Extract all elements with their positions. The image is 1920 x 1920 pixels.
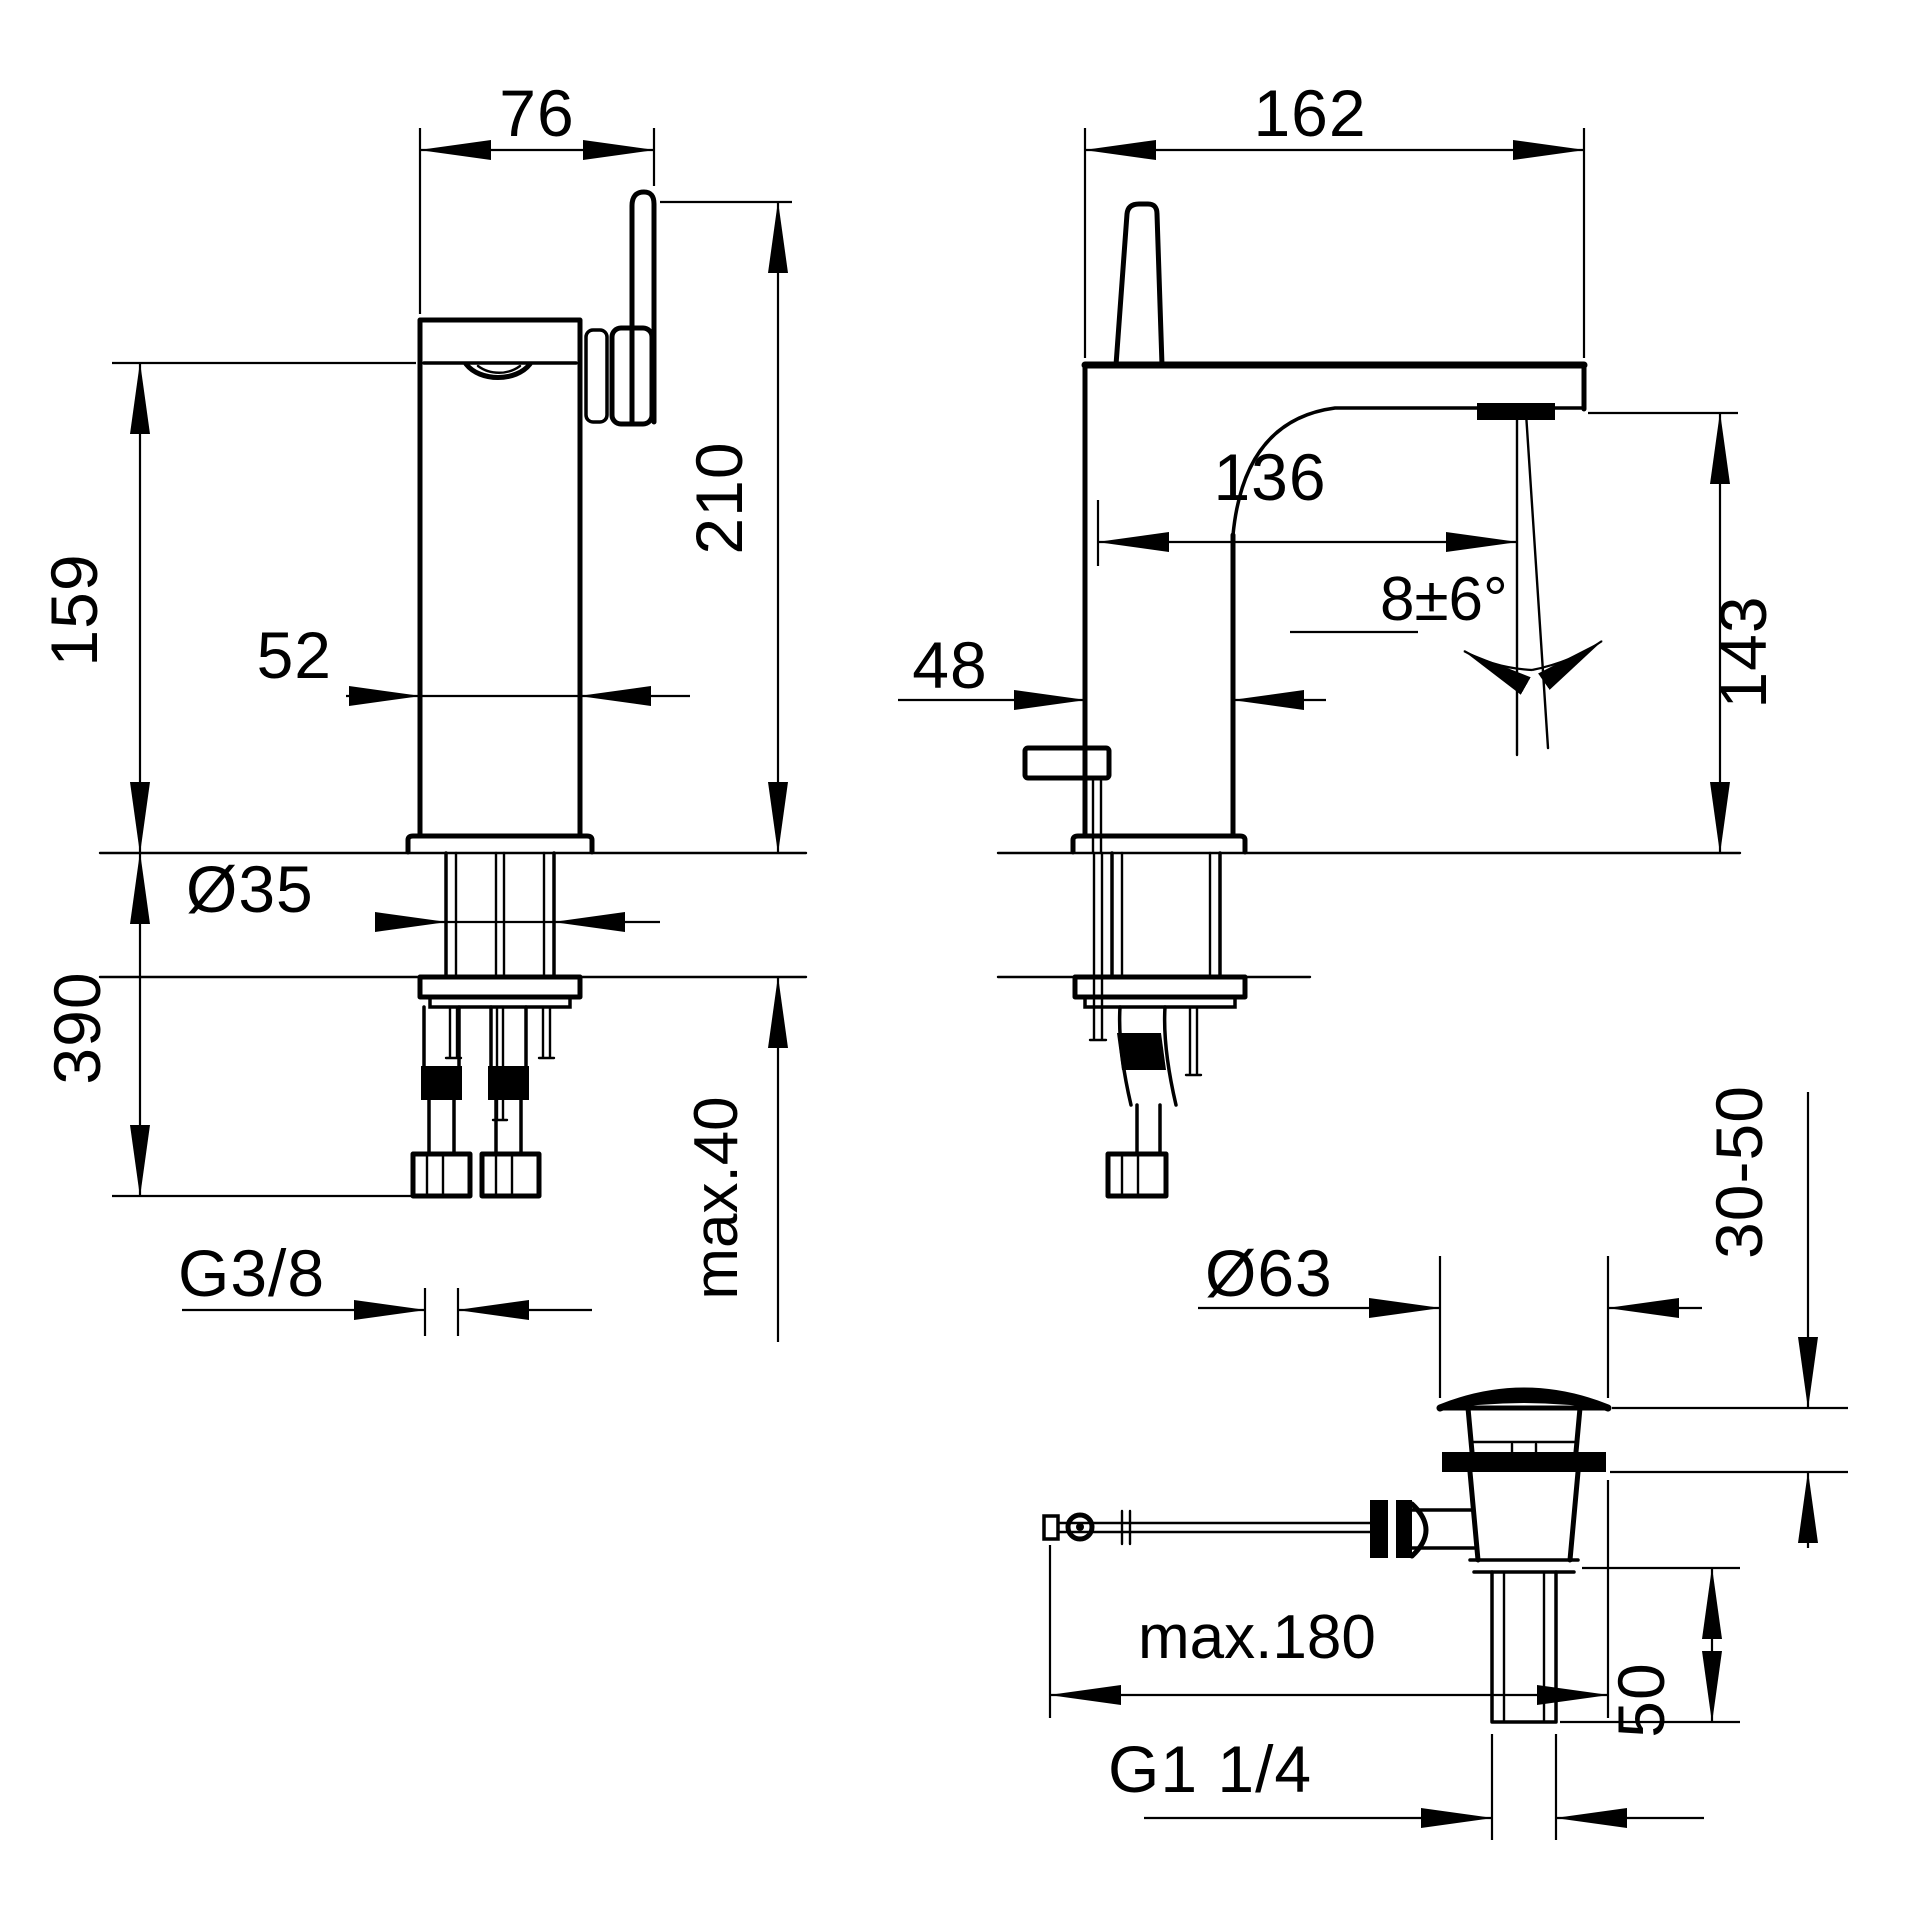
- dim-front-shank-dia: Ø35: [186, 852, 660, 932]
- side-view: 162 136 8±6° 48 143: [898, 76, 1780, 1199]
- hose-tail-side: [1130, 1103, 1167, 1156]
- mounting-nut-side: [1083, 995, 1237, 1009]
- hose-right-nut-facets: [494, 1152, 514, 1198]
- stream-angled-line: [1524, 411, 1550, 750]
- side-understructure: [1072, 851, 1248, 1199]
- hose-left-body: [422, 1005, 461, 1068]
- dim-label-dia63: Ø63: [1205, 1236, 1333, 1310]
- mounting-studs: [444, 1005, 556, 1060]
- rod-end-cap: [1042, 1514, 1060, 1541]
- dim-side-stream-angle: 8±6°: [1290, 411, 1603, 757]
- shank-outer-side: [1110, 851, 1222, 979]
- dim-label-angle: 8±6°: [1380, 565, 1508, 634]
- dim-label-max180: max.180: [1138, 1603, 1376, 1672]
- dim-front-width-76: 76: [418, 76, 656, 314]
- dim-side-outlet-height-143: 143: [1588, 411, 1780, 854]
- base-plate: [405, 833, 595, 855]
- drain-neck: [1465, 1405, 1583, 1455]
- drain-cap-fill: [1440, 1393, 1608, 1410]
- mounting-washer-side: [1072, 974, 1248, 1000]
- dim-side-body-48: 48: [898, 628, 1326, 724]
- spout-underside-curve: [1231, 406, 1479, 537]
- popup-rod-stem: [1091, 776, 1103, 855]
- rod-flange-ticks: [1120, 1509, 1132, 1546]
- dim-drain-tail-length: 50: [1560, 1566, 1740, 1738]
- handle-escutcheon: [584, 328, 609, 424]
- drain-view: Ø63 30-50 max.180 G1 1/4 50: [1042, 1085, 1848, 1840]
- dim-label-max40: max.40: [682, 1096, 751, 1299]
- rod-clevis-left: [1370, 1500, 1388, 1558]
- mounting-washer: [417, 974, 583, 1000]
- horizontal-pull-rod: [1056, 1521, 1372, 1534]
- drain-flange-washer: [1442, 1452, 1606, 1472]
- dim-label-48: 48: [912, 628, 987, 702]
- base-plate-side: [1070, 833, 1248, 855]
- handle-lever: [629, 189, 657, 425]
- mounting-nut: [428, 995, 572, 1009]
- drain-neck-ridge: [1470, 1440, 1578, 1454]
- drain-assembly: [1042, 1387, 1612, 1724]
- dim-side-depth-162: 162: [1083, 76, 1586, 358]
- side-countertop: [996, 851, 1742, 979]
- dim-label-143: 143: [1706, 595, 1780, 708]
- hose-left-tail: [423, 1098, 460, 1156]
- dim-side-reach-136: 136: [1096, 440, 1518, 566]
- spout-outlet-aerator: [1477, 403, 1555, 420]
- hose-right-tail: [490, 1098, 527, 1156]
- handle-lever-side: [1113, 201, 1165, 368]
- shank-inner: [454, 851, 546, 979]
- body-column: [417, 317, 583, 839]
- side-faucet-body: [1022, 201, 1588, 855]
- front-faucet-body: [405, 189, 657, 855]
- shank-inner-side: [1120, 851, 1212, 979]
- dim-drain-deck-range: 30-50: [1610, 1085, 1848, 1548]
- aerator-arc: [463, 361, 533, 380]
- hose-right-nut: [479, 1151, 542, 1199]
- popup-rod-below: [1088, 851, 1108, 1042]
- front-understructure: [410, 851, 583, 1199]
- dim-label-50: 50: [1604, 1662, 1678, 1737]
- dim-label-390: 390: [40, 971, 114, 1084]
- dim-label-g38: G3/8: [178, 1236, 325, 1310]
- hose-left-nut: [410, 1151, 473, 1199]
- dim-drain-rod-reach: max.180: [1048, 1480, 1610, 1718]
- shank-outer: [444, 851, 556, 979]
- rod-clevis-right: [1396, 1500, 1412, 1558]
- rod-tee-connect: [1410, 1508, 1476, 1550]
- dim-front-supply-thread: G3/8: [178, 1236, 592, 1336]
- dim-front-heights: 159 390: [37, 361, 418, 1198]
- dim-label-3050: 30-50: [1702, 1085, 1776, 1259]
- dim-label-136: 136: [1213, 440, 1326, 514]
- dim-label-159: 159: [37, 553, 111, 666]
- dim-front-total-height: 210 max.40: [660, 200, 792, 1342]
- aerator-inner-arc: [476, 364, 522, 374]
- popup-rod-knob: [1022, 745, 1112, 781]
- dim-drain-thread: G1 1/4: [1108, 1732, 1704, 1840]
- dim-front-body-52: 52: [257, 618, 690, 732]
- mounting-stud-side: [1184, 1005, 1203, 1077]
- dim-drain-cap-dia: Ø63: [1198, 1236, 1702, 1398]
- dim-label-76: 76: [499, 76, 574, 150]
- dim-label-162: 162: [1253, 76, 1366, 150]
- hose-left-nut-facets: [425, 1152, 445, 1198]
- drain-tail-pipe: [1490, 1570, 1558, 1724]
- hose-nut-facets-side: [1120, 1152, 1140, 1198]
- dim-label-210: 210: [682, 441, 756, 554]
- rod-ball: [1065, 1512, 1095, 1542]
- hose-right-body: [489, 1005, 528, 1068]
- hose-left-band: [421, 1066, 462, 1100]
- drain-body-step: [1468, 1558, 1580, 1574]
- dim-label-dia35: Ø35: [186, 852, 314, 926]
- dim-label-52: 52: [257, 618, 332, 692]
- hose-right-band: [488, 1066, 529, 1100]
- drain-tail-threads: [1502, 1570, 1546, 1724]
- rod-ball-center: [1076, 1523, 1084, 1531]
- dim-label-g114: G1 1/4: [1108, 1732, 1312, 1806]
- drain-cap-dome: [1436, 1387, 1612, 1412]
- front-view: 76 159 390 52 210 max.40: [37, 76, 808, 1342]
- hose-band-side: [1117, 1033, 1166, 1070]
- drain-body-taper: [1467, 1469, 1581, 1563]
